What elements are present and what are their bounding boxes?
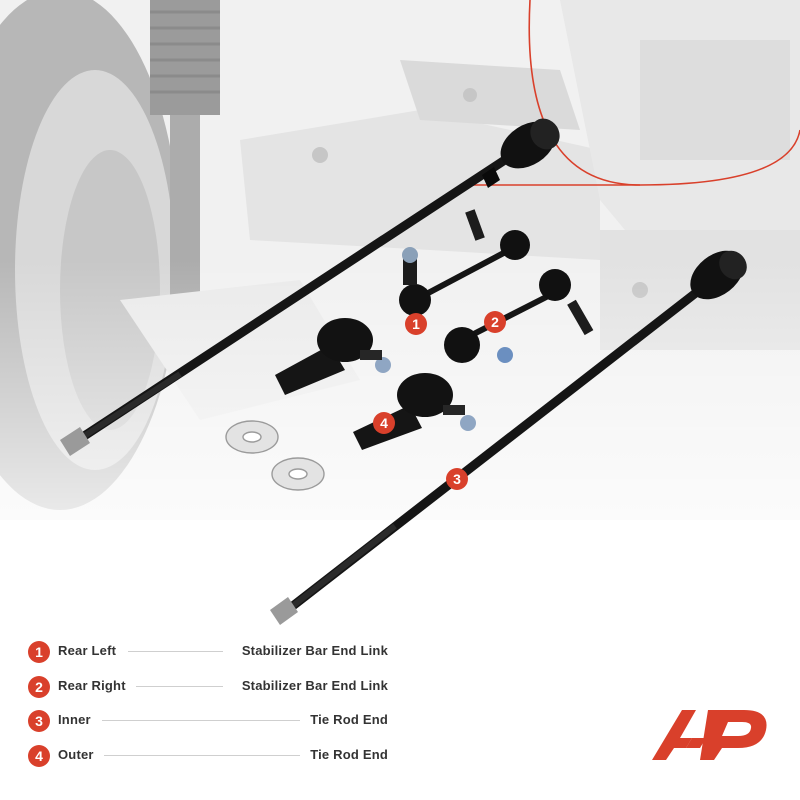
callout-3: 3 [446,468,468,490]
legend-number-1: 1 [28,641,50,663]
legend-part-1: Stabilizer Bar End Link [241,643,388,658]
inner-tie-rod-left [60,118,560,456]
legend-position-4: Outer [58,747,94,762]
legend-number-4: 4 [28,745,50,767]
a-premium-logo [652,710,767,760]
callout-1: 1 [405,313,427,335]
legend-divider [136,686,223,687]
legend-position-2: Rear Right [58,678,126,693]
legend-divider [128,651,223,652]
legend-number-2: 2 [28,676,50,698]
legend-divider [102,720,300,721]
legend-position-3: Inner [58,712,91,727]
legend-row-2: 2 Rear Right Stabilizer Bar End Link [28,676,388,702]
legend-part-3: Tie Rod End [310,712,388,727]
legend-row-1: 1 Rear Left Stabilizer Bar End Link [28,641,388,667]
legend-part-2: Stabilizer Bar End Link [241,678,388,693]
stabilizer-link-2 [444,269,594,363]
stabilizer-link-1 [399,209,530,316]
legend-row-3: 3 Inner Tie Rod End [28,710,388,736]
legend-position-1: Rear Left [58,643,117,658]
legend-row-4: 4 Outer Tie Rod End [28,745,388,771]
legend-divider [104,755,300,756]
lock-washers [225,420,325,491]
outer-tie-rod-end-upper [275,318,391,395]
inner-tie-rod-right [270,250,747,625]
callout-4: 4 [373,412,395,434]
callout-2: 2 [484,311,506,333]
legend-number-3: 3 [28,710,50,732]
legend-part-4: Tie Rod End [310,747,388,762]
